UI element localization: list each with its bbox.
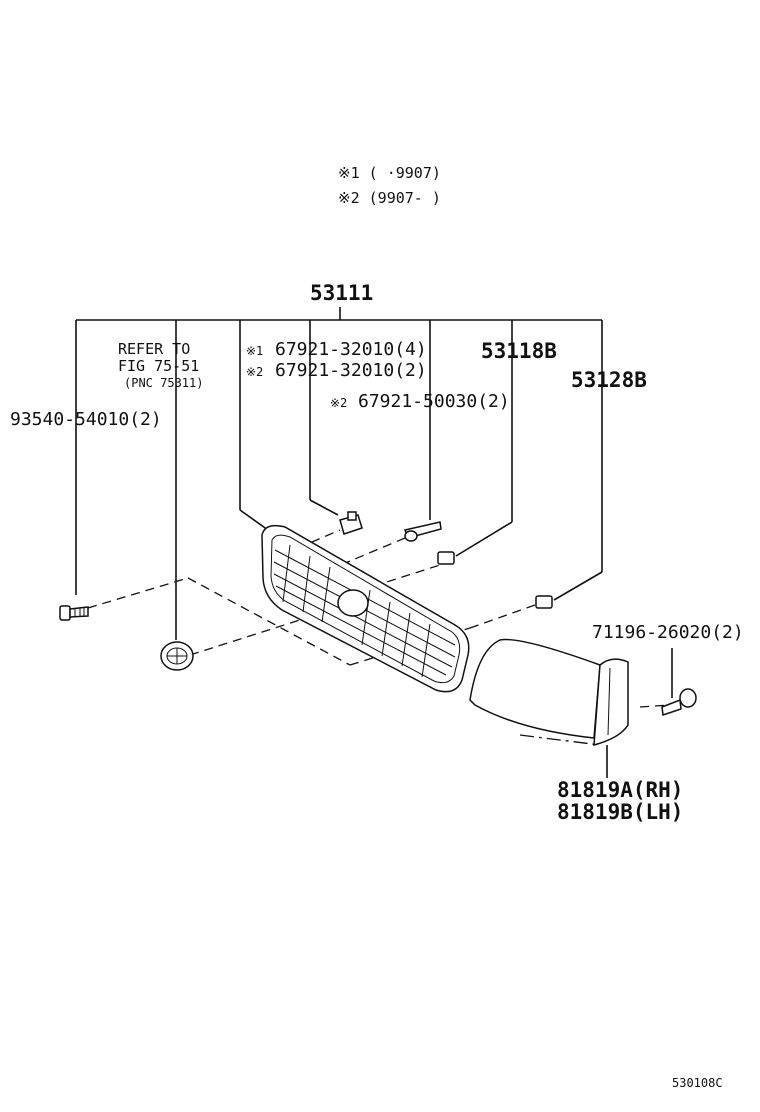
screw-icon[interactable]	[59, 605, 89, 621]
nut-53128b-part-number[interactable]: 53128B	[571, 368, 647, 392]
clip-icon[interactable]	[339, 511, 363, 535]
clip3-part-number[interactable]: 67921-50030(2)	[358, 391, 510, 412]
nut-53118b-icon[interactable]	[437, 551, 455, 565]
bolt-icon[interactable]	[661, 688, 697, 717]
assembly-bracket	[75, 307, 603, 640]
refer-line-1: REFER TO	[118, 340, 190, 358]
legend-note-2: ※2 (9907- )	[338, 189, 441, 207]
nut-53128b-icon[interactable]	[535, 595, 553, 609]
legend-note-1: ※1 ( ·9907)	[338, 164, 441, 182]
clip2-mark: ※2	[246, 365, 263, 379]
clip1-part-number[interactable]: 67921-32010(4)	[275, 339, 427, 360]
diagram-id: 530108C	[672, 1076, 723, 1090]
radiator-grille[interactable]	[261, 524, 470, 693]
refer-line-2: FIG 75-51	[118, 357, 199, 375]
cover-rh-part-number[interactable]: 81819A(RH)	[557, 778, 683, 802]
screw-part-number[interactable]: 93540-54010(2)	[10, 409, 162, 430]
nut-53118b-part-number[interactable]: 53118B	[481, 339, 557, 363]
clip-long-icon[interactable]	[403, 521, 442, 542]
clip3-mark: ※2	[330, 396, 347, 410]
bolt-part-number[interactable]: 71196-26020(2)	[592, 622, 744, 643]
emblem-badge[interactable]	[160, 641, 194, 671]
clip1-mark: ※1	[246, 344, 263, 358]
clip2-part-number[interactable]: 67921-32010(2)	[275, 360, 427, 381]
refer-line-3: (PNC 75311)	[124, 376, 203, 390]
cover-lh-part-number[interactable]: 81819B(LH)	[557, 800, 683, 824]
headlamp-cover[interactable]	[469, 638, 629, 746]
assembly-number[interactable]: 53111	[310, 281, 373, 305]
grille-emblem	[337, 589, 369, 617]
